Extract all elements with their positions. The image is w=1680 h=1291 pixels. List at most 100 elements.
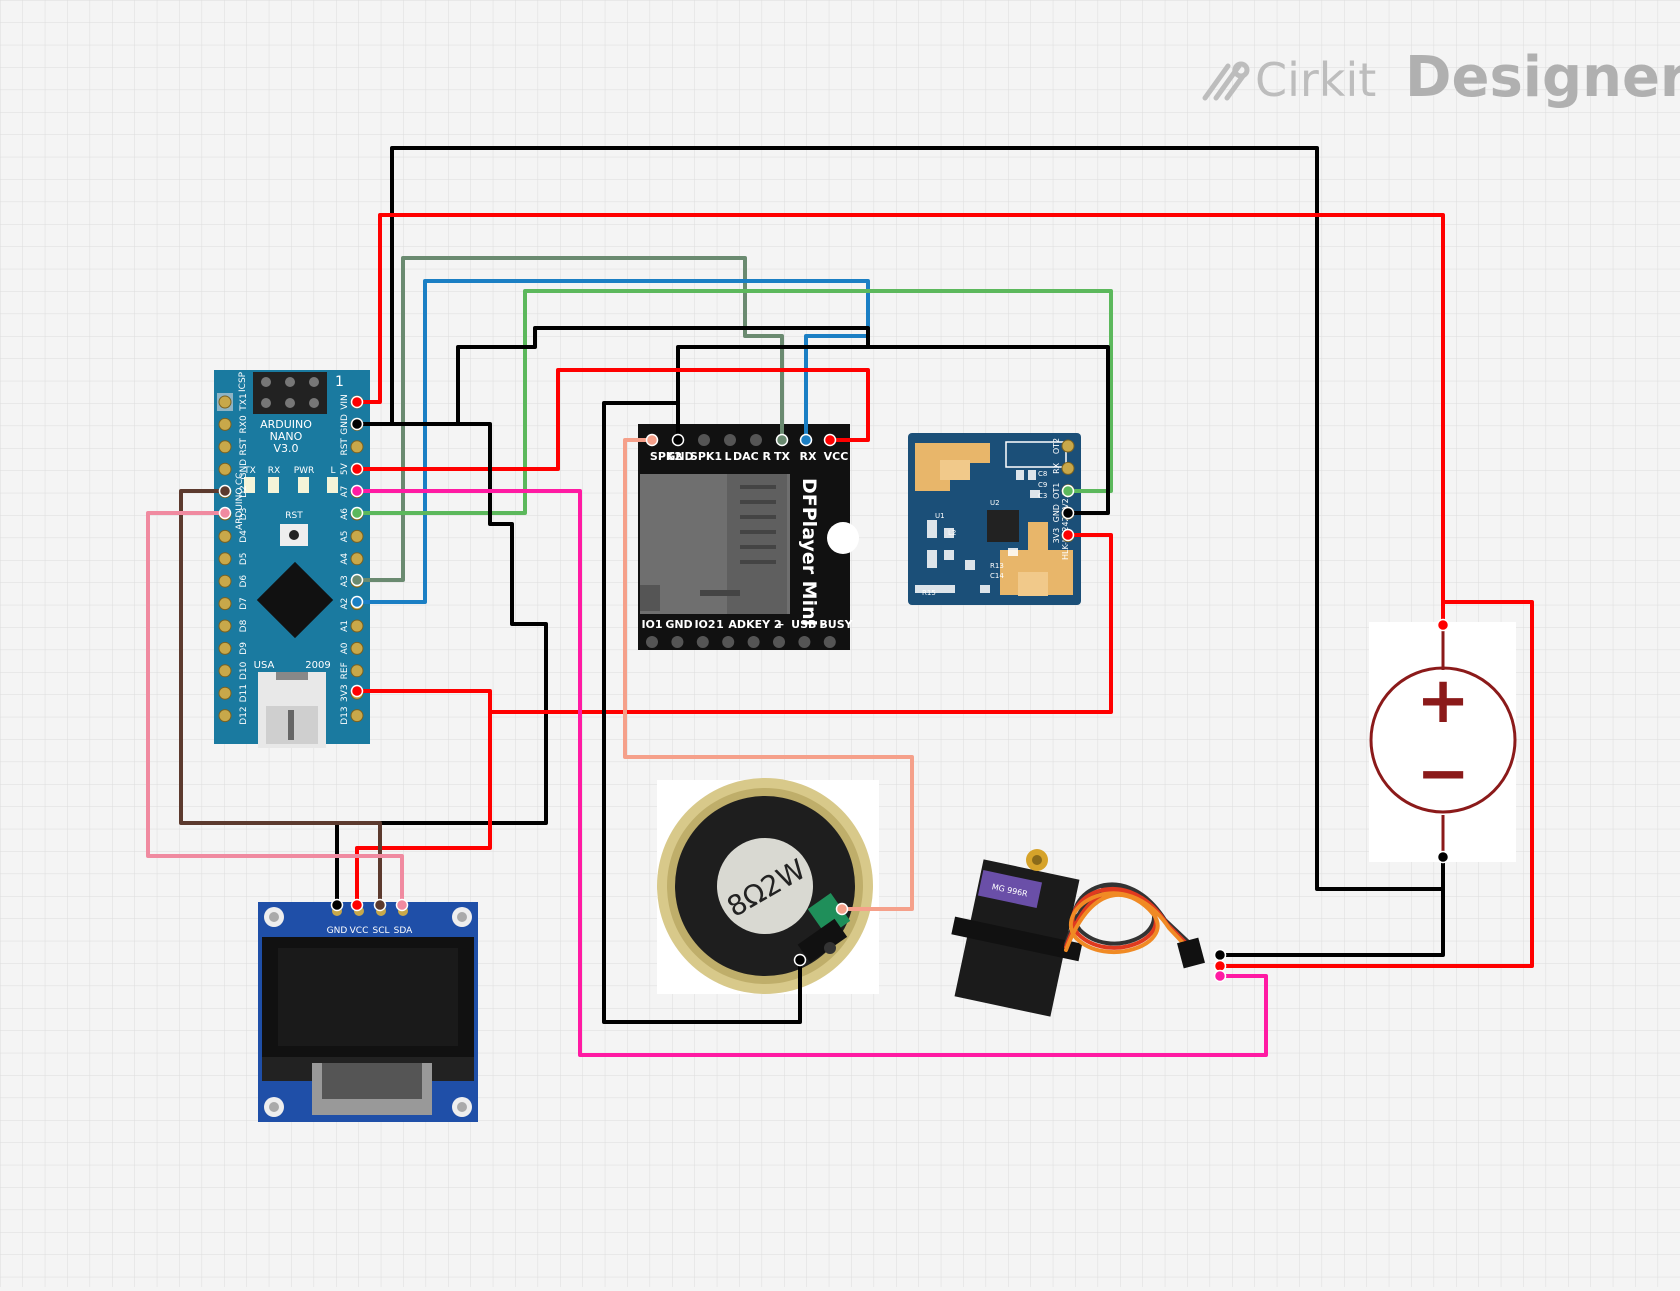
wire-red-5v-vcc[interactable] xyxy=(355,368,870,471)
arduino-leds: TX RX PWR L xyxy=(243,466,338,493)
dfplayer-bottom-pin[interactable] xyxy=(646,636,658,648)
wire-red-vin-battery[interactable] xyxy=(355,213,1445,627)
dfplayer-bottom-pin[interactable] xyxy=(798,636,811,648)
reset-button[interactable] xyxy=(280,524,308,546)
wire-red-3v3-radar[interactable] xyxy=(355,533,1113,714)
wire-endpoint[interactable] xyxy=(1213,969,1227,983)
wire-brown-d2-scl[interactable] xyxy=(179,489,382,907)
arduino-pin-d4[interactable]: D4 xyxy=(218,530,249,543)
wire-endpoint[interactable] xyxy=(1213,948,1227,962)
wire-endpoint[interactable] xyxy=(350,395,364,409)
radar-pin-rx[interactable]: RX xyxy=(1052,461,1075,475)
arduino-pin-d9[interactable]: D9 xyxy=(218,642,249,655)
wire-endpoint[interactable] xyxy=(218,506,232,520)
arduino-pin-d5[interactable]: D5 xyxy=(218,552,249,566)
wire-black-speaker[interactable] xyxy=(602,401,802,1024)
arduino-pin-label: D6 xyxy=(239,575,249,588)
wire-endpoint[interactable] xyxy=(350,506,364,520)
wire-endpoint[interactable] xyxy=(350,417,364,431)
wire-black-servo-gnd[interactable] xyxy=(1218,855,1445,957)
arduino-pin-tx1[interactable]: TX1 xyxy=(218,393,249,412)
battery-plus: + xyxy=(1416,664,1470,738)
dfplayer-pin-spk1[interactable] xyxy=(698,434,710,446)
wire-endpoint[interactable] xyxy=(799,433,813,447)
arduino-pin-d10[interactable]: D10 xyxy=(218,661,249,680)
arduino-pin-d7[interactable]: D7 xyxy=(218,597,249,611)
wire-endpoint[interactable] xyxy=(350,462,364,476)
radar-board-name: HLK-LD2420-V2.0 xyxy=(1061,491,1070,560)
dfplayer-bottom-pin[interactable] xyxy=(823,636,836,648)
servo-motor[interactable]: MG 996R xyxy=(951,849,1205,1017)
power-source[interactable]: + − xyxy=(1369,622,1517,862)
wire-black-gnd-radar[interactable] xyxy=(866,345,1110,515)
wire-salmon-spk2-speaker[interactable] xyxy=(623,438,914,911)
dfplayer-bottom-pin[interactable] xyxy=(696,636,709,648)
wire-graygreen-a3-tx[interactable] xyxy=(355,256,784,582)
wire-endpoint[interactable] xyxy=(835,902,849,916)
arduino-pin-ref[interactable]: REF xyxy=(340,662,364,679)
arduino-pin-rst[interactable]: RST xyxy=(340,438,364,456)
wire-endpoint[interactable] xyxy=(775,433,789,447)
svg-text:USA: USA xyxy=(254,660,275,671)
wire-blue-a2-rx[interactable] xyxy=(355,279,870,604)
wire-endpoint[interactable] xyxy=(330,898,344,912)
wire-endpoint[interactable] xyxy=(350,898,364,912)
wire-red-servo-vcc[interactable] xyxy=(1218,600,1534,968)
arduino-model-line3: V3.0 xyxy=(273,442,298,455)
arduino-pin-rx0[interactable]: RX0 xyxy=(218,415,249,433)
wire-endpoint[interactable] xyxy=(350,595,364,609)
dfplayer-bottom-pin[interactable] xyxy=(671,636,684,648)
arduino-pin-a0[interactable]: A0 xyxy=(340,641,364,655)
arduino-pin-a4[interactable]: A4 xyxy=(340,552,364,566)
arduino-pin-d6[interactable]: D6 xyxy=(218,575,249,588)
wire-endpoint[interactable] xyxy=(373,898,387,912)
arduino-nano[interactable]: 1 ICSP ARDUINO NANO V3.0 TX RX PWR L RST… xyxy=(214,370,370,748)
arduino-pin-a5[interactable]: A5 xyxy=(340,529,364,543)
radar-pin-ot2[interactable]: OT2 xyxy=(1052,438,1075,454)
dfplayer-bottom-pin[interactable] xyxy=(722,636,735,648)
radar-pin-label: OT2 xyxy=(1052,438,1061,454)
wire-magenta-a7-servo[interactable] xyxy=(355,489,1268,1057)
wire-endpoint[interactable] xyxy=(1061,528,1075,542)
wire-endpoint[interactable] xyxy=(1436,850,1450,864)
wire-black-gnd-oled[interactable] xyxy=(335,422,548,907)
power-source-symbol xyxy=(1369,666,1517,814)
svg-text:TX: TX xyxy=(243,466,256,476)
wire-endpoint[interactable] xyxy=(350,484,364,498)
wire-endpoint[interactable] xyxy=(395,898,409,912)
wire-endpoint[interactable] xyxy=(1061,506,1075,520)
wire-endpoint[interactable] xyxy=(1436,618,1450,632)
arduino-pin-a1[interactable]: A1 xyxy=(340,619,364,633)
arduino-pin-d11[interactable]: D11 xyxy=(218,684,249,702)
radar-silk-label: R15 xyxy=(922,589,936,597)
arduino-pin-d13[interactable]: D13 xyxy=(340,706,364,725)
arduino-pin-rst[interactable]: RST xyxy=(218,438,249,456)
wire-endpoint[interactable] xyxy=(1061,484,1075,498)
dfplayer-pin-l[interactable] xyxy=(724,434,736,446)
wire-endpoint[interactable] xyxy=(350,573,364,587)
dfplayer-bottom-pin[interactable] xyxy=(747,636,760,648)
dfplayer-pin-label: GND xyxy=(665,618,692,631)
arduino-pin-label: RX0 xyxy=(239,415,249,433)
wire-black-gnd-dfplayer[interactable] xyxy=(355,326,870,442)
wire-endpoint[interactable] xyxy=(671,433,685,447)
wire-pink-d3-sda[interactable] xyxy=(146,511,404,907)
wire-endpoint[interactable] xyxy=(645,433,659,447)
dfplayer-pin-dac-r[interactable] xyxy=(750,434,762,446)
wire-endpoint[interactable] xyxy=(823,433,837,447)
wire-endpoint[interactable] xyxy=(793,953,807,967)
arduino-pin-d8[interactable]: D8 xyxy=(218,619,249,633)
arduino-pin-label: D2 xyxy=(239,485,249,498)
wire-endpoint[interactable] xyxy=(350,684,364,698)
arduino-pin-d12[interactable]: D12 xyxy=(218,706,249,725)
arduino-pin-gnd[interactable]: GND xyxy=(218,459,249,480)
speaker[interactable]: 8Ω2W xyxy=(657,778,879,994)
wire-green-a6-radar[interactable] xyxy=(355,289,1113,515)
wire-red-3v3-oled[interactable] xyxy=(355,710,492,907)
wire-endpoint[interactable] xyxy=(218,484,232,498)
dfplayer-bottom-pin[interactable] xyxy=(773,636,785,648)
